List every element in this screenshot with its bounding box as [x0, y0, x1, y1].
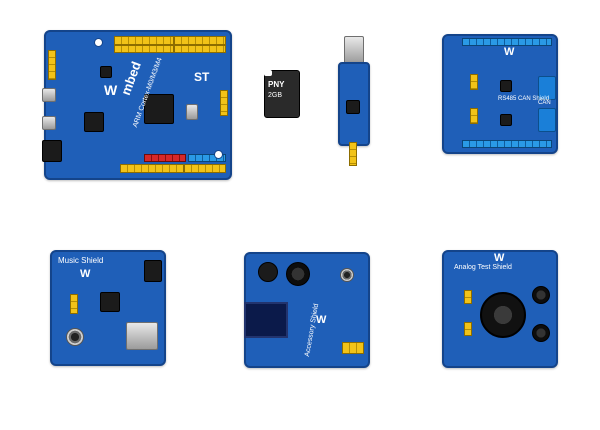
power-jack	[42, 140, 62, 162]
can-jumpers	[470, 108, 478, 124]
sd-card-slot	[126, 322, 158, 350]
rs485-terminal	[538, 76, 556, 100]
can-transceiver	[500, 114, 512, 126]
usb-programmer-pins	[349, 142, 357, 166]
analog-knob-2[interactable]	[532, 324, 550, 342]
small-chip	[100, 66, 112, 78]
mcu-chip	[144, 94, 174, 124]
micro-sd-card: PNY 2GB	[264, 70, 300, 118]
mbed-board-pcb	[44, 30, 232, 180]
rs485-can-shield: W RS485 CAN Shield CAN	[442, 34, 558, 154]
micro-sd-brand: PNY	[268, 80, 285, 89]
usb-programmer	[336, 36, 370, 166]
waveshare-logo-icon: W	[104, 82, 118, 98]
bottom-header-blue	[188, 154, 226, 162]
usb-plug	[344, 36, 364, 64]
analog-test-title: Analog Test Shield	[454, 264, 512, 271]
micro-sd-capacity: 2GB	[268, 92, 283, 99]
analog-knob-1[interactable]	[532, 286, 550, 304]
usb-port-2	[42, 116, 56, 130]
st-logo-icon: ST	[194, 70, 210, 84]
analog-jumpers-2	[464, 322, 472, 336]
accessory-header	[342, 342, 364, 354]
top-header-left-2	[114, 45, 174, 53]
music-shield: Music Shield W	[50, 250, 166, 366]
analog-waveshare-logo-icon: W	[494, 252, 505, 264]
rs485-top-header	[462, 38, 552, 46]
mount-hole-2	[94, 38, 103, 47]
speaker	[480, 292, 526, 338]
can-label: CAN	[538, 100, 551, 106]
music-jumpers	[70, 294, 78, 314]
can-terminal	[538, 108, 556, 132]
accessory-waveshare-logo-icon: W	[316, 314, 327, 326]
audio-jack	[144, 260, 162, 282]
rs485-waveshare-logo-icon: W	[504, 46, 515, 58]
bottom-header-yellow-right	[184, 164, 226, 173]
st-link-chip	[84, 112, 104, 132]
oled-display	[244, 302, 288, 338]
micro-sd-body	[264, 70, 300, 118]
left-header	[48, 50, 56, 80]
analog-jumpers-1	[464, 290, 472, 304]
music-waveshare-logo-icon: W	[80, 268, 91, 280]
rs485-transceiver	[500, 80, 512, 92]
right-header	[220, 90, 228, 116]
codec-chip	[100, 292, 120, 312]
rs485-can-title: RS485 CAN Shield	[498, 96, 550, 102]
bottom-header-yellow-left	[120, 164, 184, 173]
top-header-right-2	[174, 45, 226, 53]
usb-programmer-chip	[346, 100, 360, 114]
usb-port-1	[42, 88, 56, 102]
music-shield-title: Music Shield	[58, 256, 104, 265]
rs485-jumpers	[470, 74, 478, 90]
mount-hole-1	[214, 150, 223, 159]
accessory-joystick[interactable]	[340, 268, 354, 282]
joystick-button[interactable]	[66, 328, 84, 346]
analog-test-shield: Analog Test Shield W	[442, 250, 558, 368]
rs485-bottom-header	[462, 140, 552, 148]
bottom-header-red	[144, 154, 186, 162]
top-header-right	[174, 36, 226, 45]
buzzer	[258, 262, 278, 282]
accessory-shield: W Accessory Shield	[244, 252, 370, 368]
potentiometer[interactable]	[286, 262, 310, 286]
mbed-board: mbed ARM Cortex-M0/M3/M4 W ST	[42, 30, 232, 180]
micro-sd-notch	[264, 70, 272, 76]
crystal	[186, 104, 198, 120]
top-header-left	[114, 36, 174, 45]
